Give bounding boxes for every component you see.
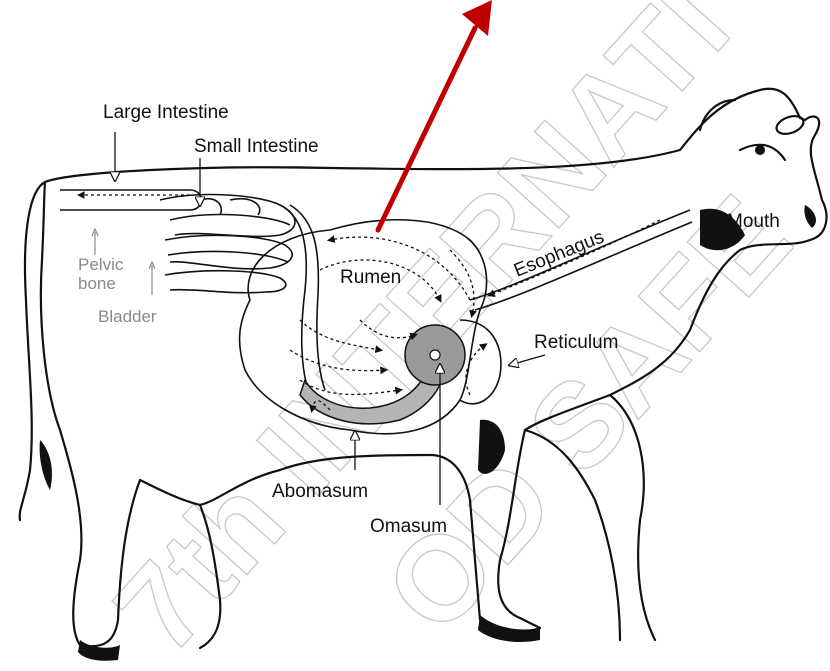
label-abomasum: Abomasum [272,481,368,502]
label-pelvic: Pelvic [78,255,124,274]
leader-reticulum [510,355,545,365]
label-large-intestine: Large Intestine [103,102,229,123]
nostril [804,205,816,228]
label-reticulum: Reticulum [534,332,618,353]
omasum-orifice [430,350,440,360]
large-intestine [60,190,201,210]
ear [774,113,806,138]
label-omasum: Omasum [370,516,447,537]
label-mouth: Mouth [727,211,780,232]
label-rumen: Rumen [340,267,401,288]
tail [20,182,45,520]
label-bone: bone [78,274,116,293]
label-bladder: Bladder [98,307,157,326]
leg-patch [40,440,52,490]
eye [755,145,765,155]
label-small-intestine: Small Intestine [194,136,319,157]
ear-line [700,100,735,130]
red-arrow-head [462,0,492,36]
hoof-hind [78,640,120,661]
